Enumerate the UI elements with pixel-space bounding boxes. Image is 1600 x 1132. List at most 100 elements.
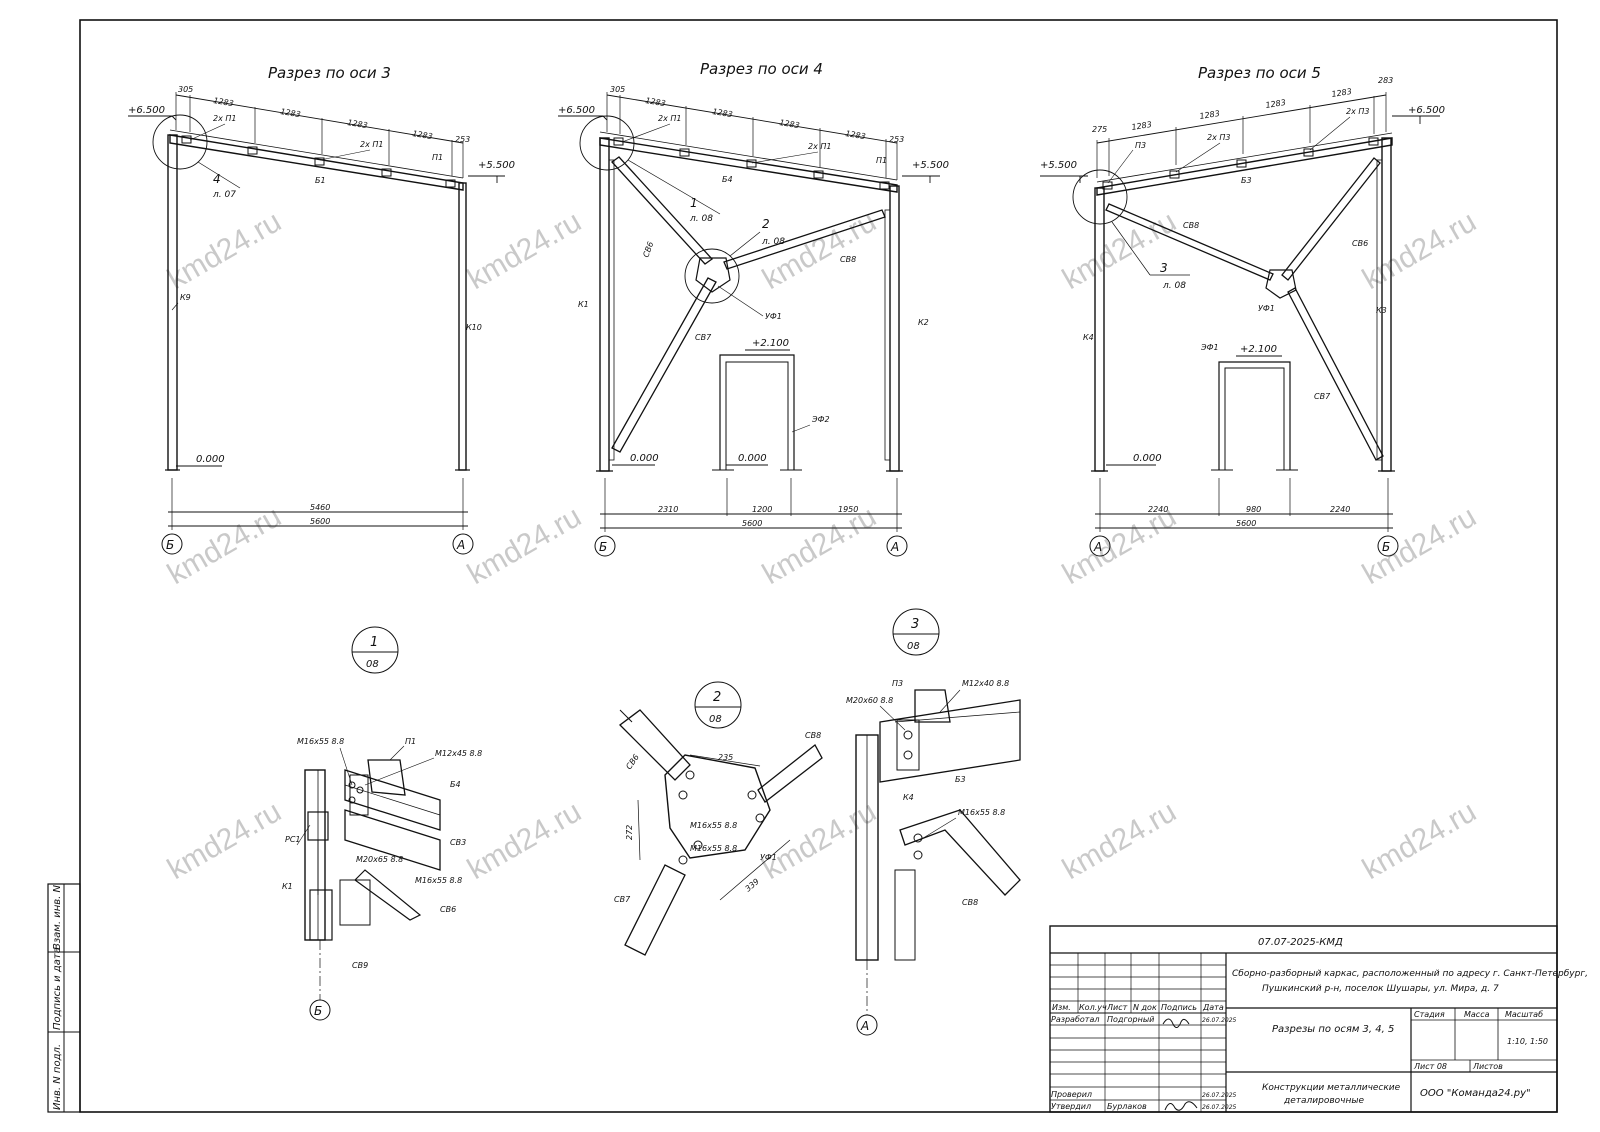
detail-label: М12х45 8.8 [435, 749, 482, 758]
member-label: 2х П1 [213, 114, 236, 123]
project-line-2: Пушкинский р-н, поселок Шушары, ул. Мира… [1262, 984, 1499, 994]
dim: 1283 [213, 96, 235, 108]
stage-header: Стадия [1414, 1010, 1445, 1019]
member-label: К10 [466, 323, 482, 332]
axis-marker: А [860, 1019, 869, 1033]
watermark: kmd24.ru [462, 795, 587, 886]
member-label: СВ7 [1314, 392, 1331, 401]
member-label: СВ8 [840, 255, 856, 264]
section-axis-4: Разрез по оси 4 305 1283 1283 1283 1283 … [558, 60, 949, 557]
date-developer: 26.07.2025 [1202, 1017, 1237, 1024]
member-label: Б4 [722, 175, 733, 184]
detail-label: П1 [405, 737, 416, 746]
member-label: К1 [578, 300, 589, 309]
dim: 1283 [645, 96, 667, 108]
member-label: УФ1 [765, 312, 782, 321]
sheet-title: Разрезы по осям 3, 4, 5 [1272, 1024, 1394, 1035]
dim: 5600 [310, 517, 330, 526]
member-label: 2х П1 [808, 142, 831, 151]
dim: 1283 [779, 118, 801, 130]
callout-sheet: л. 08 [689, 214, 713, 224]
stamp-original-inv: Инв. N подл. [52, 1044, 63, 1110]
dim: 1283 [712, 107, 734, 119]
watermark: kmd24.ru [462, 500, 587, 591]
stamp-signature-date: Подпись и дата [52, 947, 63, 1030]
axis-marker: Б [314, 1004, 322, 1018]
watermark: kmd24.ru [1357, 795, 1482, 886]
section-title: Разрез по оси 3 [268, 64, 391, 82]
member-label: УФ1 [1258, 304, 1275, 313]
dim: 1283 [1265, 98, 1287, 110]
level-mark: +2.100 [1240, 344, 1277, 355]
dim: 1283 [1331, 87, 1353, 99]
section-axis-3: Разрез по оси 3 305 1283 1283 1283 1283 … [128, 64, 515, 555]
dim: 2240 [1330, 505, 1350, 514]
member-label: ЭФ1 [1200, 343, 1219, 352]
member-label: СВ8 [1183, 221, 1199, 230]
watermark: kmd24.ru [1357, 205, 1482, 296]
level-mark: 0.000 [738, 453, 767, 464]
name-approver: Бурлаков [1107, 1102, 1147, 1111]
detail-label: М20х65 8.8 [356, 855, 403, 864]
callout-sheet: л. 08 [761, 237, 785, 247]
member-label: 2х П3 [1207, 133, 1230, 142]
date-approver: 26.07.2025 [1202, 1104, 1237, 1111]
callout-number: 3 [1160, 261, 1168, 275]
title-block: 07.07-2025-КМД Сборно-разборный каркас, … [1049, 925, 1588, 1113]
detail-label: М16х55 8.8 [690, 821, 737, 830]
member-label: П1 [432, 153, 443, 162]
member-label: П1 [876, 156, 887, 165]
level-mark: +2.100 [752, 338, 789, 349]
member-label: К4 [1083, 333, 1094, 342]
dim: 1283 [347, 118, 369, 130]
sheet-frame [79, 19, 1558, 1113]
detail-label: М16х55 8.8 [415, 876, 462, 885]
dim: 253 [889, 135, 904, 144]
detail-2: 2 08 СВ8 СВ6 235 272 М16х55 8.8 М16х55 8… [614, 681, 823, 956]
detail-label: М16х55 8.8 [690, 844, 737, 853]
member-label: Б1 [315, 176, 326, 185]
header-podpis: Подпись [1161, 1003, 1197, 1012]
level-mark: +6.500 [128, 105, 165, 116]
role-checker: Проверил [1051, 1090, 1092, 1099]
member-label: Б3 [1241, 176, 1252, 185]
level-mark: +5.500 [912, 160, 949, 171]
detail-label: М12х40 8.8 [962, 679, 1009, 688]
axis-marker: А [890, 540, 899, 554]
detail-label: СВ7 [614, 895, 631, 904]
detail-sheet: 08 [709, 714, 722, 725]
watermark: kmd24.ru [462, 205, 587, 296]
stamp-replaced-inv: Взам. инв. N [52, 885, 63, 950]
signature-developer [1162, 1018, 1190, 1028]
watermark: kmd24.ru [1057, 795, 1182, 886]
scale-header: Масштаб [1505, 1010, 1543, 1019]
detail-label: СВ8 [805, 731, 821, 740]
member-label: 2х П1 [360, 140, 383, 149]
doc-title-line-2: деталировочные [1283, 1096, 1364, 1106]
detail-label: СВ8 [962, 898, 978, 907]
dim: 305 [610, 85, 625, 94]
dim: 253 [455, 135, 470, 144]
header-koluch: Кол.уч [1079, 1003, 1107, 1012]
doc-title-line-1: Конструкции металлические [1262, 1083, 1401, 1093]
detail-label: М16х55 8.8 [297, 737, 344, 746]
axis-marker: Б [166, 538, 174, 552]
level-mark: 0.000 [196, 454, 225, 465]
watermark: kmd24.ru [757, 795, 882, 886]
detail-label: П3 [892, 679, 903, 688]
header-izm: Изм. [1052, 1003, 1071, 1012]
detail-sheet: 08 [366, 659, 379, 670]
detail-label: 339 [744, 877, 761, 894]
member-label: СВ6 [1352, 239, 1368, 248]
level-mark: 0.000 [1133, 453, 1162, 464]
sheet-number: Лист 08 [1413, 1062, 1447, 1071]
dim: 1283 [1199, 109, 1221, 121]
section-title: Разрез по оси 5 [1198, 64, 1321, 82]
dim: 305 [178, 85, 193, 94]
detail-label: Б3 [955, 775, 966, 784]
dim: 275 [1092, 125, 1107, 134]
dim: 1283 [280, 107, 302, 119]
signature-approver [1164, 1101, 1198, 1111]
detail-number: 2 [713, 690, 721, 705]
